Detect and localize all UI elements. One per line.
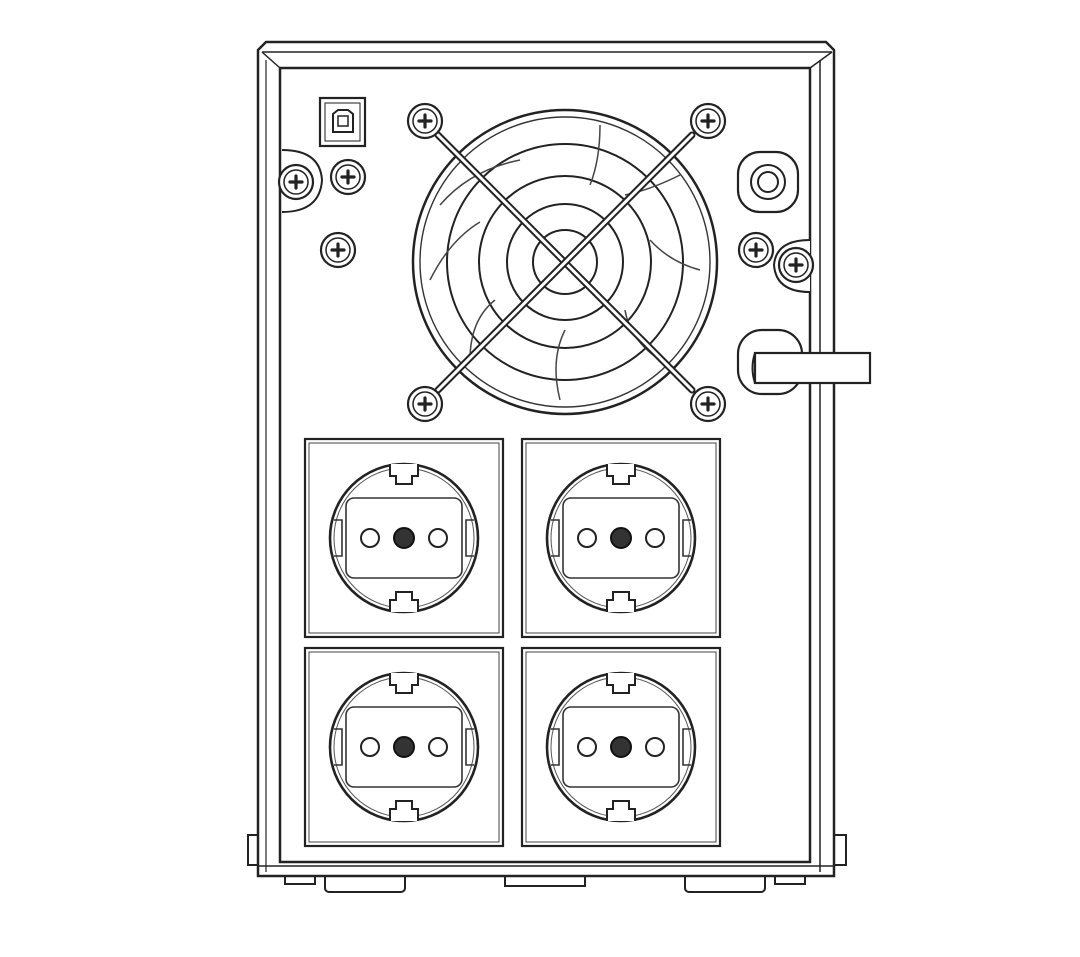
outlet-1 — [303, 437, 505, 639]
usb-b-port-icon — [318, 96, 367, 148]
power-cable-icon — [736, 328, 872, 396]
coax-connector-icon — [736, 150, 800, 214]
screw-icon — [319, 231, 357, 269]
cooling-fan-icon — [406, 102, 727, 423]
screw-top-left — [277, 149, 324, 213]
screw-icon — [329, 158, 367, 196]
outlet-4 — [520, 646, 722, 848]
outlet-3 — [303, 646, 505, 848]
screw-icon — [737, 231, 775, 269]
screw-right-boss — [772, 239, 815, 293]
outlet-2 — [520, 437, 722, 639]
